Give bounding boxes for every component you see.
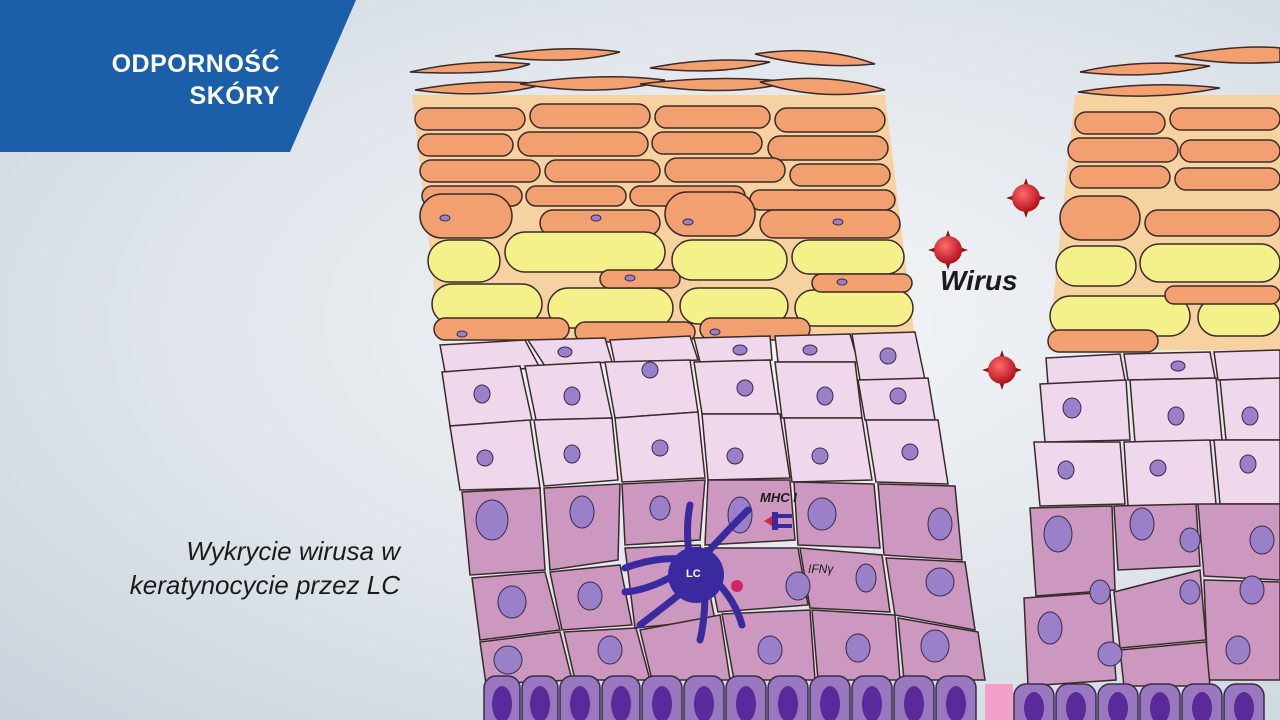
lc-label: LC (686, 568, 701, 580)
virus-particle (928, 230, 968, 270)
caption-line-1: Wykrycie wirusa w (186, 536, 400, 566)
stratum-spinosum (439, 331, 949, 491)
title-line-1: ODPORNOŚĆ (111, 50, 280, 78)
ifn-label: IFNγ (808, 562, 834, 576)
virus-particle (982, 350, 1022, 390)
yellow-layer (427, 231, 914, 329)
stratum-granulosum-orange (414, 103, 901, 239)
title-badge (0, 0, 356, 152)
mhc-receptor (764, 512, 792, 530)
caption-line-2: keratynocycie przez LC (129, 570, 400, 600)
mhc-label: MHC I (760, 490, 797, 505)
stratum-basale (483, 675, 977, 720)
caption: Wykrycie wirusa w keratynocycie przez LC (60, 534, 400, 602)
title-badge-text: ODPORNOŚĆ SKÓRY (20, 48, 280, 112)
stratum-corneum (409, 48, 886, 96)
virus-label: Wirus (940, 265, 1018, 296)
stratum-spinosum-deep (461, 479, 986, 685)
title-line-2: SKÓRY (189, 82, 280, 110)
left-epidermis (409, 48, 986, 720)
right-epidermis (1013, 46, 1280, 720)
virus-particle (1006, 178, 1046, 218)
gap-base (985, 684, 1013, 720)
